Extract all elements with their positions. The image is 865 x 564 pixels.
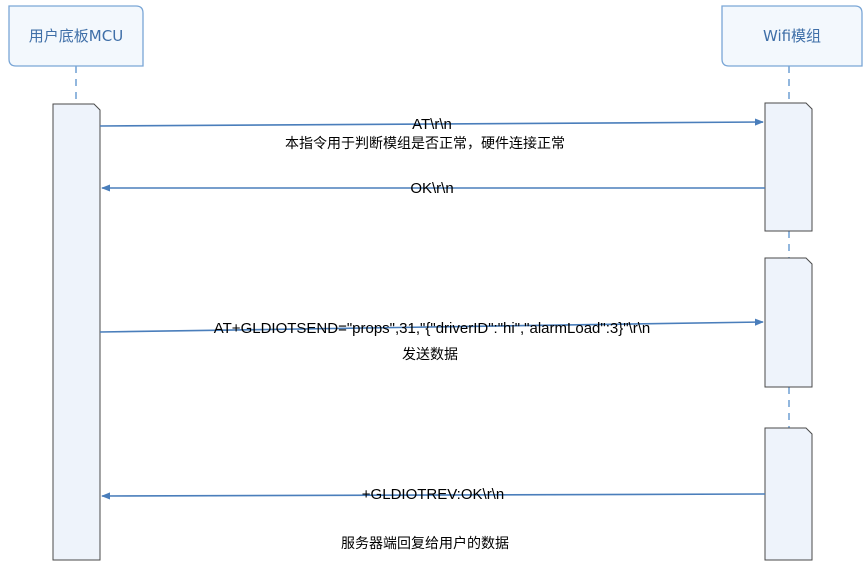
wifi-activation-bar-3 [764,427,813,561]
actor-mcu: 用户底板MCU [8,5,144,67]
message-3-label: AT+GLDIOTSEND="props",31,"{"driverID":"h… [214,320,650,337]
message-1-note: 本指令用于判断模组是否正常，硬件连接正常 [285,135,565,152]
message-2-label: OK\r\n [410,180,453,197]
message-4-arrow [101,492,766,500]
wifi-activation-bar-2 [764,257,813,388]
message-4-note: 服务器端回复给用户的数据 [341,535,509,552]
message-3-note: 发送数据 [402,347,458,363]
actor-mcu-name: 用户底板MCU [29,27,123,45]
message-1-label: AT\r\n [412,116,452,133]
message-4-label: +GLDIOTREV:OK\r\n [362,486,504,503]
mcu-activation-bar [52,103,101,561]
actor-wifi-name: Wifi模组 [763,27,821,45]
wifi-activation-bar-1 [764,102,813,232]
message-3-arrow [99,318,764,333]
actor-wifi: Wifi模组 [721,5,863,67]
message-1-arrow [99,118,764,127]
